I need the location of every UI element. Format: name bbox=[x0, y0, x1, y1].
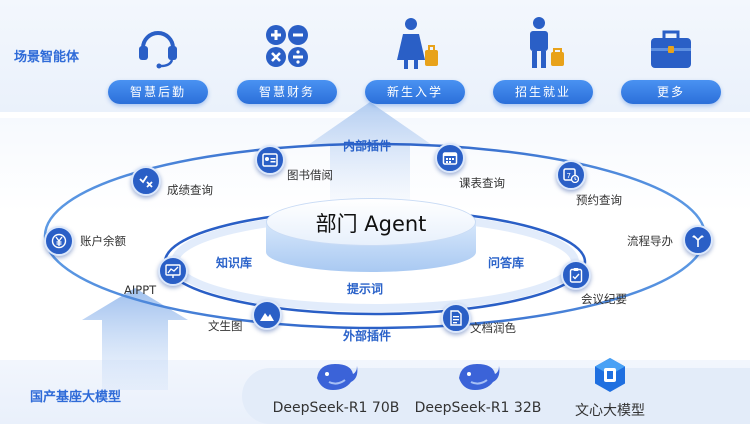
calendar-clock-icon: 7 bbox=[563, 168, 579, 183]
agent-cylinder-top bbox=[266, 198, 476, 246]
model-label-wenxin: 文心大模型 bbox=[575, 403, 645, 419]
schedule-label: 课表查询 bbox=[459, 176, 505, 190]
presentation-chart-icon bbox=[165, 264, 181, 278]
agent-card-finance[interactable]: 智慧财务 bbox=[237, 18, 337, 104]
whale-icon bbox=[459, 364, 500, 390]
student-with-bag-icon bbox=[365, 18, 465, 70]
workflow-node[interactable] bbox=[683, 225, 713, 255]
booking-node[interactable]: 7 bbox=[556, 160, 586, 190]
headset-icon bbox=[108, 18, 208, 70]
agent-card-logistics[interactable]: 智慧后勤 bbox=[108, 18, 208, 104]
library-card-icon bbox=[262, 153, 278, 167]
math-operators-icon bbox=[237, 18, 337, 70]
model-deepseek-70b[interactable]: DeepSeek-R1 70B bbox=[266, 358, 406, 416]
aippt-label: AIPPT bbox=[124, 283, 157, 297]
whale-icon bbox=[317, 364, 358, 390]
prompt-label: 提示词 bbox=[347, 282, 384, 296]
knowledge-base-label: 知识库 bbox=[216, 256, 253, 270]
agent-card-career[interactable]: 招生就业 bbox=[493, 17, 593, 104]
document-icon bbox=[450, 310, 462, 326]
schedule-node[interactable] bbox=[435, 143, 465, 173]
up-arrow-center bbox=[308, 102, 432, 200]
agent-card-more[interactable]: 更多 bbox=[621, 18, 721, 104]
agent-pill-logistics: 智慧后勤 bbox=[108, 80, 208, 104]
grades-icon bbox=[139, 175, 153, 188]
grades-label: 成绩查询 bbox=[167, 183, 213, 197]
briefcase-icon bbox=[621, 18, 721, 70]
polish-label: 文档润色 bbox=[470, 321, 516, 335]
agent-card-enrollment[interactable]: 新生入学 bbox=[365, 18, 465, 104]
wenxin-logo-icon bbox=[595, 358, 625, 392]
library-node[interactable] bbox=[255, 145, 285, 175]
svg-text:7: 7 bbox=[567, 172, 571, 180]
qa-base-label: 问答库 bbox=[488, 256, 525, 270]
agent-pill-more: 更多 bbox=[621, 80, 721, 104]
up-arrow-left bbox=[82, 288, 188, 390]
agent-pill-career: 招生就业 bbox=[493, 80, 593, 104]
external-plugins-label: 外部插件 bbox=[343, 329, 392, 343]
image-node[interactable] bbox=[252, 300, 282, 330]
yen-coin-icon bbox=[51, 233, 67, 249]
scenario-label: 场景智能体 bbox=[14, 50, 80, 65]
agent-pill-enrollment: 新生入学 bbox=[365, 80, 465, 104]
library-label: 图书借阅 bbox=[287, 168, 333, 182]
agent-title: 部门 Agent bbox=[315, 212, 427, 236]
minutes-node[interactable] bbox=[561, 260, 591, 290]
clipboard-check-icon bbox=[569, 268, 583, 283]
calendar-icon bbox=[442, 152, 458, 165]
aippt-node[interactable] bbox=[158, 256, 188, 286]
route-sign-icon bbox=[692, 235, 704, 247]
minutes-label: 会议纪要 bbox=[581, 292, 627, 306]
internal-plugins-label: 内部插件 bbox=[343, 139, 392, 153]
balance-label: 账户余额 bbox=[80, 234, 126, 248]
image-label: 文生图 bbox=[208, 319, 243, 333]
grades-node[interactable] bbox=[131, 166, 161, 196]
model-label-70b: DeepSeek-R1 70B bbox=[272, 400, 400, 416]
person-with-briefcase-icon bbox=[493, 17, 593, 70]
balance-node[interactable] bbox=[44, 226, 74, 256]
workflow-label: 流程导办 bbox=[627, 234, 673, 248]
mountain-image-icon bbox=[260, 313, 274, 321]
polish-node[interactable] bbox=[441, 303, 471, 333]
model-wenxin[interactable]: 文心大模型 bbox=[560, 356, 660, 420]
foundation-label: 国产基座大模型 bbox=[30, 390, 122, 405]
model-deepseek-32b[interactable]: DeepSeek-R1 32B bbox=[408, 358, 548, 416]
model-label-32b: DeepSeek-R1 32B bbox=[414, 400, 542, 416]
agent-pill-finance: 智慧财务 bbox=[237, 80, 337, 104]
booking-label: 预约查询 bbox=[576, 193, 622, 207]
